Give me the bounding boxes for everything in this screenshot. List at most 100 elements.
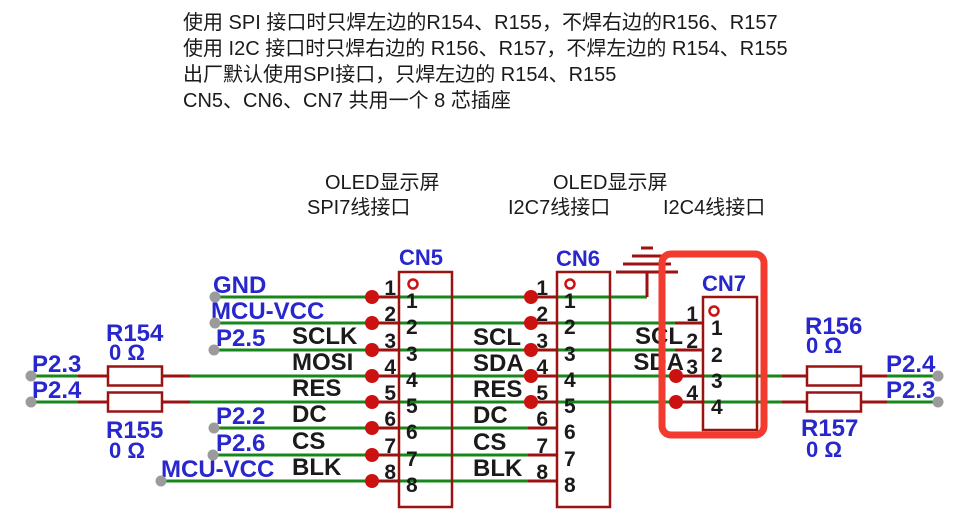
cn6-signal-label: CS — [473, 429, 506, 456]
cn5-pin-number: 7 — [384, 435, 396, 458]
junction-dot — [524, 369, 538, 383]
resistor-ref: R155 — [106, 417, 163, 444]
cn6-inner-pin-number: 7 — [564, 448, 576, 471]
cn6-pin-number: 4 — [536, 356, 548, 379]
cn6-inner-pin-number: 5 — [564, 395, 576, 418]
cn7-inner-pin-number: 4 — [711, 396, 723, 419]
net-label-mcu-vcc: MCU-VCC — [211, 298, 324, 325]
cn7-body[interactable] — [701, 295, 759, 432]
resistor-value: 0 Ω — [109, 438, 145, 463]
junction-dot — [524, 343, 538, 357]
resistor-ref: R157 — [801, 415, 858, 442]
resistor-value: 0 Ω — [806, 333, 842, 358]
section-label-i2c4: I2C4线接口 — [663, 197, 766, 219]
resistor-r155[interactable]: R155 0 Ω — [78, 391, 190, 464]
pin1-indicator — [564, 278, 576, 290]
cn7-inner-pin-number: 1 — [711, 317, 723, 340]
cn6-inner-pin-number: 2 — [564, 316, 576, 339]
cn5-signal-label: RES — [292, 375, 341, 402]
resistor-ref: R156 — [805, 313, 862, 340]
cn5-inner-pin-number: 5 — [406, 395, 418, 418]
cn6-pin-number: 8 — [536, 461, 548, 484]
section-label-i2c7: I2C7线接口 — [508, 197, 611, 219]
junction-dot — [365, 290, 379, 304]
annotation-block: 使用 SPI 接口时只焊左边的R154、R155，不焊右边的R156、R157 … — [183, 10, 788, 114]
cn6-body[interactable] — [555, 270, 612, 509]
section-label-spi7: SPI7线接口 — [307, 197, 411, 219]
resistor-r154[interactable]: R154 0 Ω — [78, 320, 190, 387]
annotation-line: 出厂默认使用SPI接口，只焊左边的 R154、R155 — [183, 64, 617, 86]
terminal-dot — [207, 449, 219, 461]
wire-terminals — [25, 291, 944, 487]
ground-symbol[interactable] — [616, 246, 678, 297]
junction-dot — [524, 290, 538, 304]
junction-dot — [365, 343, 379, 357]
cn6-pin-number: 6 — [536, 408, 548, 431]
net-label-p2-2: P2.2 — [216, 403, 265, 430]
cn5-pin-number: 6 — [384, 408, 396, 431]
cn7-highlight-box[interactable] — [658, 250, 768, 439]
cn5-designator: CN5 — [399, 245, 443, 270]
junction-dot — [365, 316, 379, 330]
annotation-line: 使用 I2C 接口时只焊右边的 R156、R157，不焊左边的 R154、R15… — [183, 38, 788, 60]
cn7-pin-number: 4 — [686, 382, 698, 405]
terminal-dot — [209, 317, 221, 329]
cn5-inner-pin-number: 2 — [406, 316, 418, 339]
cn6-pin-number: 5 — [536, 382, 548, 405]
cn6-inner-pin-number: 4 — [564, 369, 576, 392]
cn5-pin-number: 8 — [384, 461, 396, 484]
resistor-r157[interactable]: R157 0 Ω — [782, 391, 887, 463]
junction-dot — [365, 474, 379, 488]
junction-dot — [365, 395, 379, 409]
cn5-inner-pin-number: 1 — [406, 290, 418, 313]
terminal-dot — [209, 291, 221, 303]
cn5-inner-pin-number: 6 — [406, 421, 418, 444]
terminal-dot — [25, 370, 37, 382]
connector-cn7[interactable]: CN7 1 2 3 4 1 2 3 4 SCL SDA — [633, 271, 759, 432]
cn5-body[interactable] — [397, 270, 454, 509]
terminal-dot — [208, 344, 220, 356]
cn6-signal-label: RES — [473, 376, 522, 403]
cn5-signal-label: MOSI — [292, 349, 353, 376]
cn6-inner-pin-number: 3 — [564, 343, 576, 366]
cn6-inner-pin-number: 1 — [564, 290, 576, 313]
cn6-pin-number: 7 — [536, 435, 548, 458]
cn6-pin-number: 2 — [536, 303, 548, 326]
net-label-p2-3-left: P2.3 — [32, 351, 81, 378]
section-label-oled-i2c-title: OLED显示屏 — [553, 172, 668, 194]
cn6-signal-label: SDA — [473, 350, 524, 377]
cn7-pin-number: 1 — [686, 303, 698, 326]
section-label-oled-spi-title: OLED显示屏 — [325, 172, 440, 194]
cn7-inner-pin-number: 3 — [711, 370, 723, 393]
cn6-signal-label: BLK — [473, 455, 523, 482]
cn5-signal-label: SCLK — [292, 323, 358, 350]
cn7-pin-number: 2 — [686, 330, 698, 353]
cn6-signal-label: DC — [473, 402, 508, 429]
terminal-dot — [932, 370, 944, 382]
net-label-p2-4-left: P2.4 — [32, 377, 82, 404]
cn6-inner-pin-number: 6 — [564, 421, 576, 444]
connector-cn6[interactable]: CN6 1 2 3 4 5 6 7 8 1 2 3 4 5 6 7 8 SCL … — [473, 246, 612, 509]
cn5-inner-pin-number: 7 — [406, 448, 418, 471]
cn6-designator: CN6 — [556, 246, 600, 271]
cn6-pin-number: 3 — [536, 330, 548, 353]
resistor-value: 0 Ω — [109, 340, 145, 365]
terminal-dot — [932, 396, 944, 408]
cn5-signal-label: DC — [292, 401, 327, 428]
cn7-designator: CN7 — [702, 271, 746, 296]
net-label-mcu-vcc-2: MCU-VCC — [161, 456, 274, 483]
resistor-r156[interactable]: R156 0 Ω — [782, 313, 887, 387]
junction-dot — [524, 395, 538, 409]
cn5-pin-number: 5 — [384, 382, 396, 405]
junction-dot — [365, 369, 379, 383]
connector-cn5[interactable]: CN5 1 2 3 4 5 6 7 8 1 2 3 4 5 6 7 8 SCLK… — [292, 245, 454, 509]
cn5-pin-number: 4 — [384, 356, 396, 379]
cn5-inner-pin-number: 4 — [406, 369, 418, 392]
junction-dot — [669, 369, 683, 383]
resistor-value: 0 Ω — [806, 437, 842, 462]
net-label-p2-4-right: P2.4 — [886, 351, 936, 378]
cn5-pin-number: 2 — [384, 303, 396, 326]
cn7-pin-number: 3 — [686, 356, 698, 379]
cn6-inner-pin-number: 8 — [564, 474, 576, 497]
annotation-line: CN5、CN6、CN7 共用一个 8 芯插座 — [183, 90, 511, 112]
